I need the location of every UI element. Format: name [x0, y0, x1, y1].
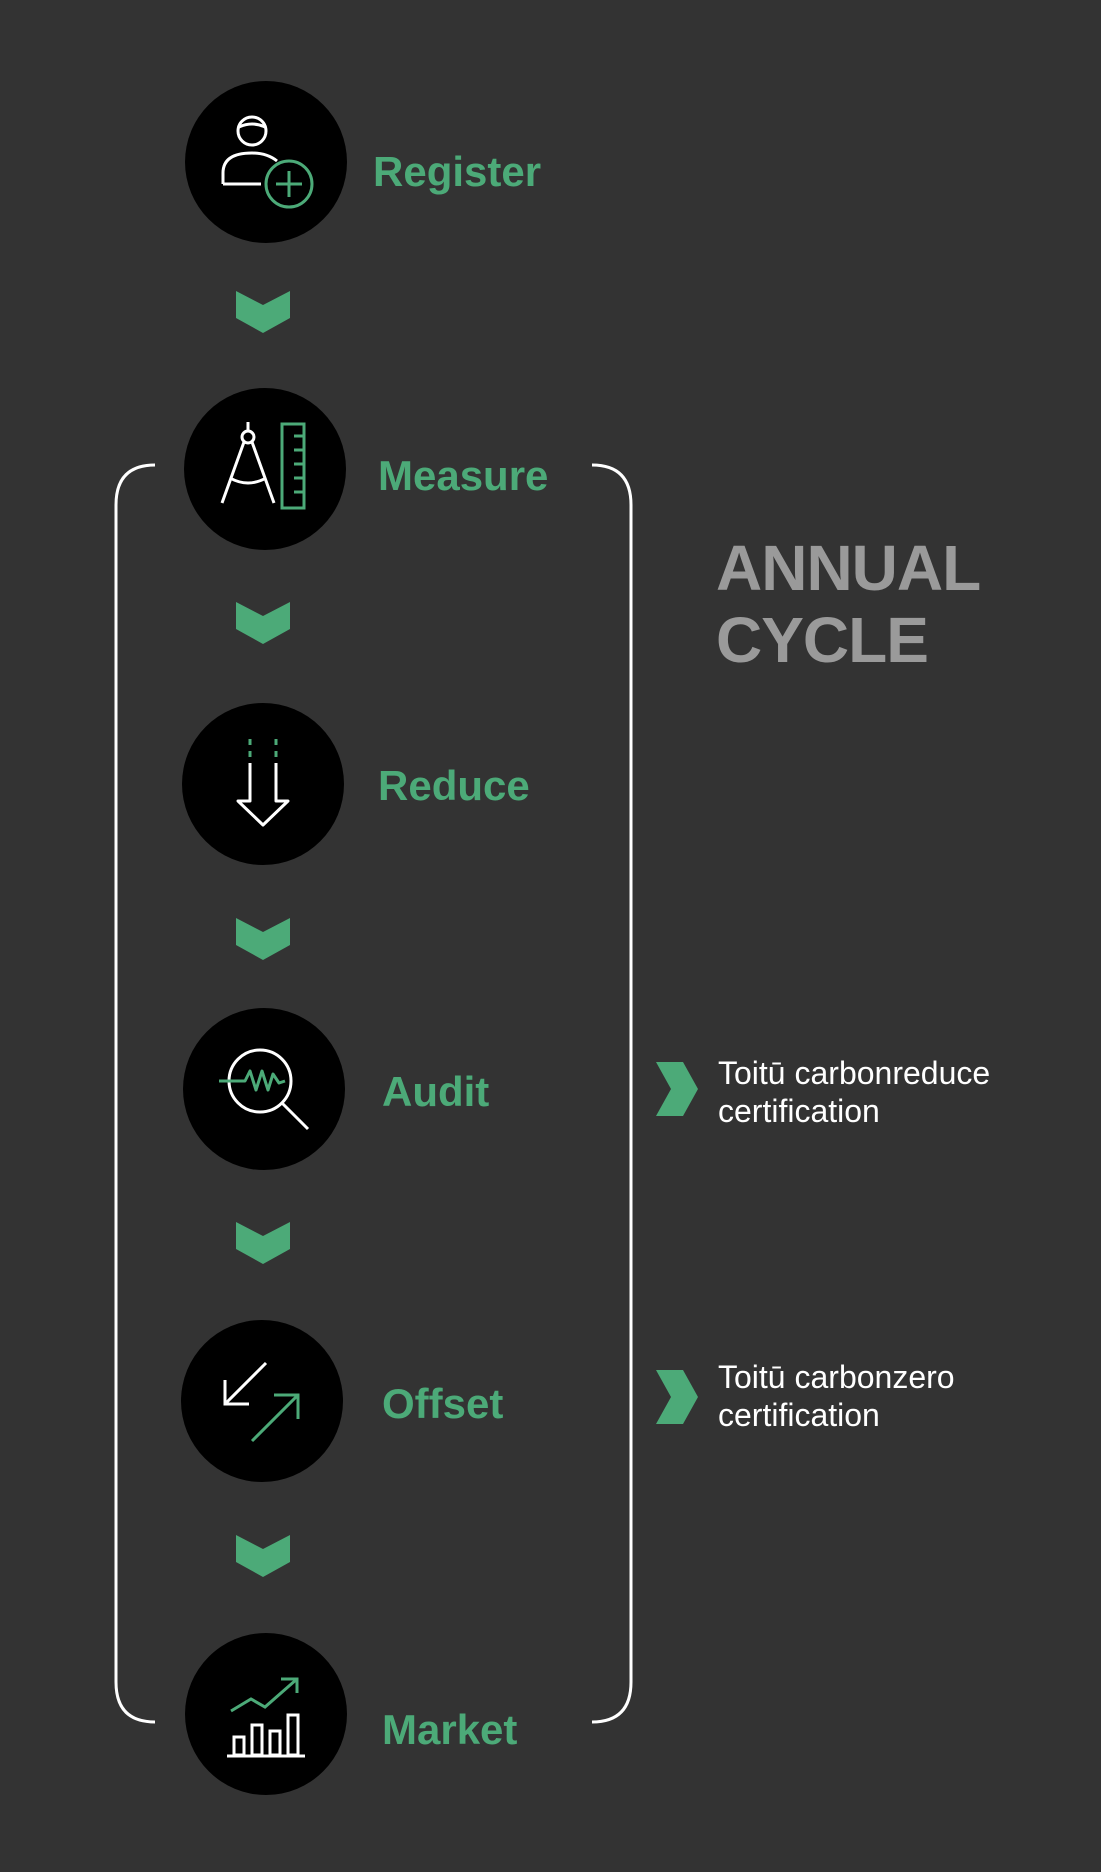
chevron-down-icon [236, 1535, 290, 1577]
certification-carbonreduce-line-1: Toitū carbonreduce [718, 1055, 991, 1091]
step-market-circle [185, 1633, 347, 1795]
chevron-down-icon [236, 918, 290, 960]
magnifier-signal-icon [219, 1048, 310, 1131]
chevron-right-icon [656, 1370, 698, 1424]
chevron-down-icon [236, 1222, 290, 1264]
step-label-register: Register [373, 148, 542, 195]
step-reduce-circle [182, 703, 344, 865]
chevron-down-icon [236, 291, 290, 333]
register-user-plus-icon [221, 115, 314, 209]
step-label-offset: Offset [382, 1380, 504, 1427]
step-audit-circle [183, 1008, 345, 1170]
step-register-circle [185, 81, 347, 243]
certification-carbonreduce: Toitū carbonreduce certification [718, 1054, 990, 1130]
down-arrow-icon [236, 739, 290, 827]
step-label-measure: Measure [378, 452, 549, 499]
certification-carbonzero: Toitū carbonzero certification [718, 1358, 955, 1434]
compass-ruler-icon [220, 422, 306, 510]
annual-cycle-line-1: ANNUAL [716, 532, 981, 604]
annual-cycle-line-2: CYCLE [716, 604, 929, 676]
certification-carbonzero-line-2: certification [718, 1397, 880, 1433]
step-label-reduce: Reduce [378, 762, 530, 809]
step-label-audit: Audit [382, 1068, 490, 1115]
growth-chart-icon [227, 1677, 305, 1758]
step-offset-circle [181, 1320, 343, 1482]
step-label-market: Market [382, 1706, 518, 1753]
step-measure-circle [184, 388, 346, 550]
offset-arrows-icon [223, 1361, 300, 1443]
annual-cycle-title: ANNUAL CYCLE [716, 532, 981, 676]
certification-carbonreduce-line-2: certification [718, 1093, 880, 1129]
chevron-right-icon [656, 1062, 698, 1116]
chevron-down-icon [236, 602, 290, 644]
certification-carbonzero-line-1: Toitū carbonzero [718, 1359, 955, 1395]
